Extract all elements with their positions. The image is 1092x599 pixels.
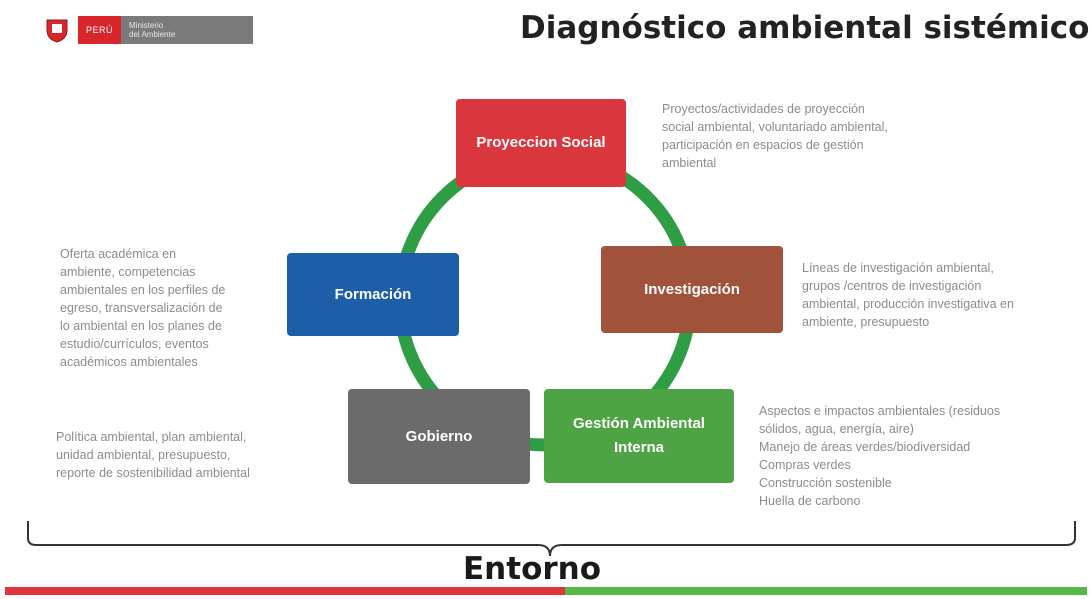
desc-line: egreso, transversalización de bbox=[60, 301, 223, 315]
desc-formacion: Oferta académica en ambiente, competenci… bbox=[60, 245, 225, 371]
node-proyeccion-social: Proyeccion Social bbox=[456, 99, 626, 187]
node-formacion: Formación bbox=[287, 253, 459, 336]
node-proyeccion-label: Proyeccion Social bbox=[476, 134, 606, 151]
node-investigacion: Investigación bbox=[601, 246, 783, 333]
desc-line: Proyectos/actividades de proyección bbox=[662, 102, 865, 116]
entorno-bracket bbox=[27, 521, 1076, 557]
desc-line: Construcción sostenible bbox=[759, 476, 892, 490]
ministry-line1: Ministerio bbox=[129, 21, 164, 30]
desc-gestion: Aspectos e impactos ambientales (residuo… bbox=[759, 402, 1000, 510]
desc-investigacion: Líneas de investigación ambiental, grupo… bbox=[802, 259, 1014, 331]
desc-proyeccion: Proyectos/actividades de proyección soci… bbox=[662, 100, 888, 172]
ministry-logo: PERÚ Ministerio del Ambiente bbox=[42, 10, 254, 50]
desc-line: Líneas de investigación ambiental, bbox=[802, 261, 994, 275]
desc-line: Manejo de áreas verdes/biodiversidad bbox=[759, 440, 971, 454]
desc-gobierno: Política ambiental, plan ambiental, unid… bbox=[56, 428, 250, 482]
desc-line: Política ambiental, plan ambiental, bbox=[56, 430, 247, 444]
ministry-line2: del Ambiente bbox=[129, 30, 176, 39]
ministry-name: Ministerio del Ambiente bbox=[121, 16, 254, 44]
desc-line: Compras verdes bbox=[759, 458, 851, 472]
node-gobierno: Gobierno bbox=[348, 389, 530, 484]
node-gestion-ambiental: Gestión Ambiental Interna bbox=[544, 389, 734, 483]
desc-line: social ambiental, voluntariado ambiental… bbox=[662, 120, 888, 134]
desc-line: académicos ambientales bbox=[60, 355, 198, 369]
desc-line: Huella de carbono bbox=[759, 494, 861, 508]
desc-line: participación en espacios de gestión bbox=[662, 138, 864, 152]
desc-line: grupos /centros de investigación bbox=[802, 279, 982, 293]
desc-line: Aspectos e impactos ambientales (residuo… bbox=[759, 404, 1001, 418]
desc-line: ambiente, competencias bbox=[60, 265, 196, 279]
peru-label: PERÚ bbox=[78, 16, 122, 44]
desc-line: sólidos, agua, energía, aire) bbox=[759, 422, 914, 436]
desc-line: estudio/currículos, eventos bbox=[60, 337, 209, 351]
desc-line: unidad ambiental, presupuesto, bbox=[56, 448, 231, 462]
footer-bar-red bbox=[5, 587, 565, 595]
node-gestion-label: Gestión Ambiental Interna bbox=[573, 415, 705, 456]
desc-line: reporte de sostenibilidad ambiental bbox=[56, 466, 250, 480]
node-formacion-label: Formación bbox=[334, 285, 412, 303]
desc-line: ambiental bbox=[662, 156, 717, 170]
page-title: Diagnóstico ambiental sistémico bbox=[520, 10, 1090, 46]
desc-line: ambientales en los perfiles de bbox=[60, 283, 226, 297]
desc-line: Oferta académica en bbox=[60, 247, 177, 261]
coat-of-arms-icon bbox=[42, 15, 72, 45]
node-gobierno-label: Gobierno bbox=[405, 427, 473, 445]
desc-line: ambiente, presupuesto bbox=[802, 315, 930, 329]
node-investigacion-label: Investigación bbox=[644, 280, 740, 298]
desc-line: lo ambiental en los planes de bbox=[60, 319, 222, 333]
desc-line: ambiental, producción investigativa en bbox=[802, 297, 1014, 311]
footer-bar-green bbox=[565, 587, 1087, 595]
entorno-label: Entorno bbox=[463, 551, 602, 587]
